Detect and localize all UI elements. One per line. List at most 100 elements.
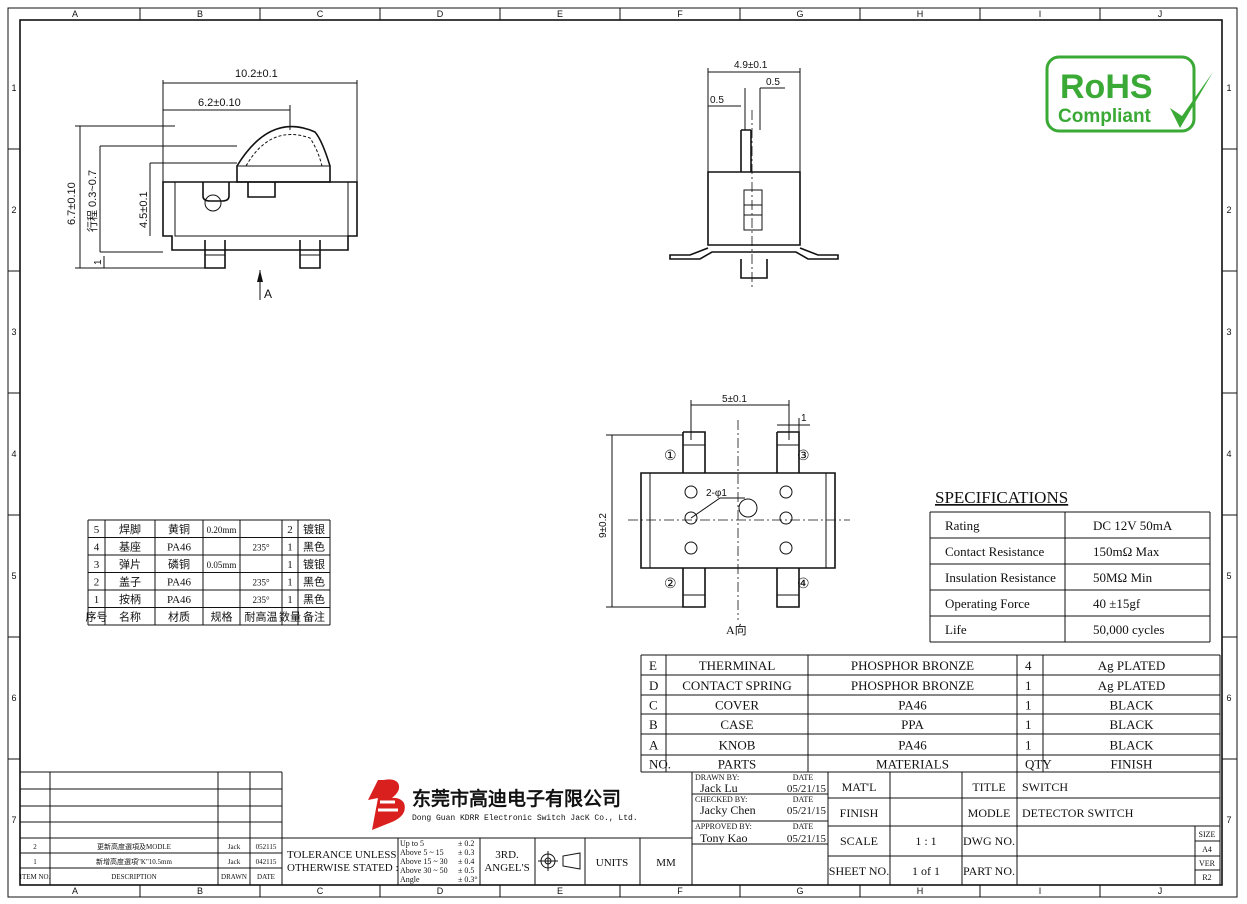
tolerance-range: Above 30 ~ 50 [400, 866, 448, 875]
checked-date: 05/21/15 [787, 805, 827, 817]
third-angle-projection-icon [538, 851, 581, 871]
frame-column-label: H [917, 9, 924, 19]
table-cell: 1 [1025, 738, 1032, 753]
table-cell: 更新高度選項及MODLE [97, 842, 171, 851]
approved-by-name: Tony Kao [700, 831, 747, 845]
frame-column-label: F [677, 886, 683, 896]
pin-3-label: ③ [797, 449, 810, 464]
tolerance-range: Above 5 ~ 15 [400, 848, 444, 857]
tolerance-label-1: TOLERANCE UNLESS [287, 849, 397, 861]
frame-row-label: 5 [1226, 571, 1231, 581]
tolerance-value: ± 0.4 [458, 857, 474, 866]
table-cell: B [649, 717, 658, 732]
table-cell: 2 [287, 524, 293, 536]
frame-column-label: G [796, 886, 803, 896]
table-cell: 2 [94, 577, 100, 589]
table-cell: 黑色 [303, 592, 325, 606]
table-cell: PHOSPHOR BRONZE [851, 658, 974, 673]
frame-row-label: 3 [1226, 327, 1231, 337]
table-cell: 3 [94, 559, 100, 571]
table-cell: 焊脚 [119, 522, 141, 536]
spec-name: Rating [945, 518, 980, 533]
frame-column-label: I [1039, 9, 1042, 19]
frame-column-label: C [317, 886, 324, 896]
table-cell: 0.20mm [207, 525, 237, 535]
frame-column-label: A [72, 886, 78, 896]
units-value: MM [656, 857, 676, 869]
units-label: UNITS [596, 857, 628, 869]
matl-label: MAT'L [842, 780, 877, 794]
title-value: SWITCH [1022, 780, 1068, 794]
frame-row-label: 7 [1226, 815, 1231, 825]
table-cell: 1 [1025, 717, 1032, 732]
checkmark-icon [1170, 72, 1213, 128]
table-cell: 1 [94, 594, 100, 606]
table-cell: 黑色 [303, 575, 325, 589]
spec-value: 50,000 cycles [1093, 622, 1164, 637]
table-cell: 磷铜 [168, 557, 190, 571]
frame-column-label: E [557, 886, 563, 896]
frame-row-label: 6 [1226, 693, 1231, 703]
table-cell: Ag PLATED [1098, 658, 1166, 673]
dim-pin-width: 1 [801, 413, 807, 424]
table-cell: 镀银 [303, 522, 325, 536]
frame-column-label: E [557, 9, 563, 19]
date-label: DATE [793, 822, 814, 831]
dwg-label: DWG NO. [963, 834, 1015, 848]
dim-knob-offset: 6.2±0.10 [198, 97, 241, 109]
table-cell: 1 [33, 858, 37, 866]
specifications-title: SPECIFICATIONS [935, 488, 1068, 507]
table-cell: C [649, 698, 658, 713]
dim-bottom-height: 9±0.2 [598, 513, 609, 538]
table-cell: 5 [94, 524, 100, 536]
spec-value: 50MΩ Min [1093, 570, 1153, 585]
table-cell: 1 [287, 594, 293, 606]
tolerance-range: Angle [400, 875, 420, 884]
tolerance-value: ± 0.5 [458, 866, 474, 875]
sheet-label: SHEET NO. [829, 864, 889, 878]
dim-pin-length: 1 [93, 259, 104, 265]
title-label: TITLE [972, 780, 1005, 794]
dim-overall-height: 6.7±0.10 [66, 182, 78, 225]
table-header: PARTS [718, 757, 757, 772]
table-cell: 1 [287, 559, 293, 571]
table-cell: Jack [228, 843, 241, 851]
table-cell: 1 [1025, 698, 1032, 713]
company-name-en: Dong Guan KDRR Electronic Switch JacK Co… [412, 814, 638, 823]
front-view: 10.2±0.1 6.2±0.10 6.7±0.10 行程 0.3~0.7 4.… [66, 68, 358, 301]
table-cell: 235° [252, 595, 270, 605]
table-cell: COVER [715, 698, 759, 713]
frame-column-label: B [197, 886, 203, 896]
dim-body-height: 4.5±0.1 [138, 191, 150, 228]
table-cell: 按柄 [119, 592, 141, 606]
company-block: 东莞市高迪电子有限公司 Dong Guan KDRR Electronic Sw… [368, 779, 638, 830]
side-view: 4.9±0.1 0.5 0.5 [669, 60, 839, 290]
table-cell: PA46 [167, 594, 192, 606]
drawn-by-label: DRAWN BY: [695, 773, 739, 782]
dim-hole-dia: 2-φ1 [706, 488, 727, 499]
table-cell: PA46 [898, 698, 927, 713]
pin-2-label: ② [664, 577, 677, 592]
frame-column-label: G [796, 9, 803, 19]
table-cell: 042115 [256, 858, 277, 866]
table-header: 规格 [211, 610, 233, 624]
table-cell: 1 [287, 577, 293, 589]
part-label: PART NO. [963, 864, 1015, 878]
dim-pin-pitch: 5±0.1 [722, 394, 747, 405]
scale-label: SCALE [840, 834, 878, 848]
frame-row-label: 1 [11, 83, 16, 93]
table-header: FINISH [1111, 757, 1153, 772]
table-header: DESCRIPTION [111, 873, 157, 881]
frame-row-label: 1 [1226, 83, 1231, 93]
table-cell: 4 [94, 542, 100, 554]
drawn-date: 05/21/15 [787, 783, 827, 795]
tolerance-range: Up to 5 [400, 839, 424, 848]
table-cell: 弹片 [119, 557, 141, 571]
